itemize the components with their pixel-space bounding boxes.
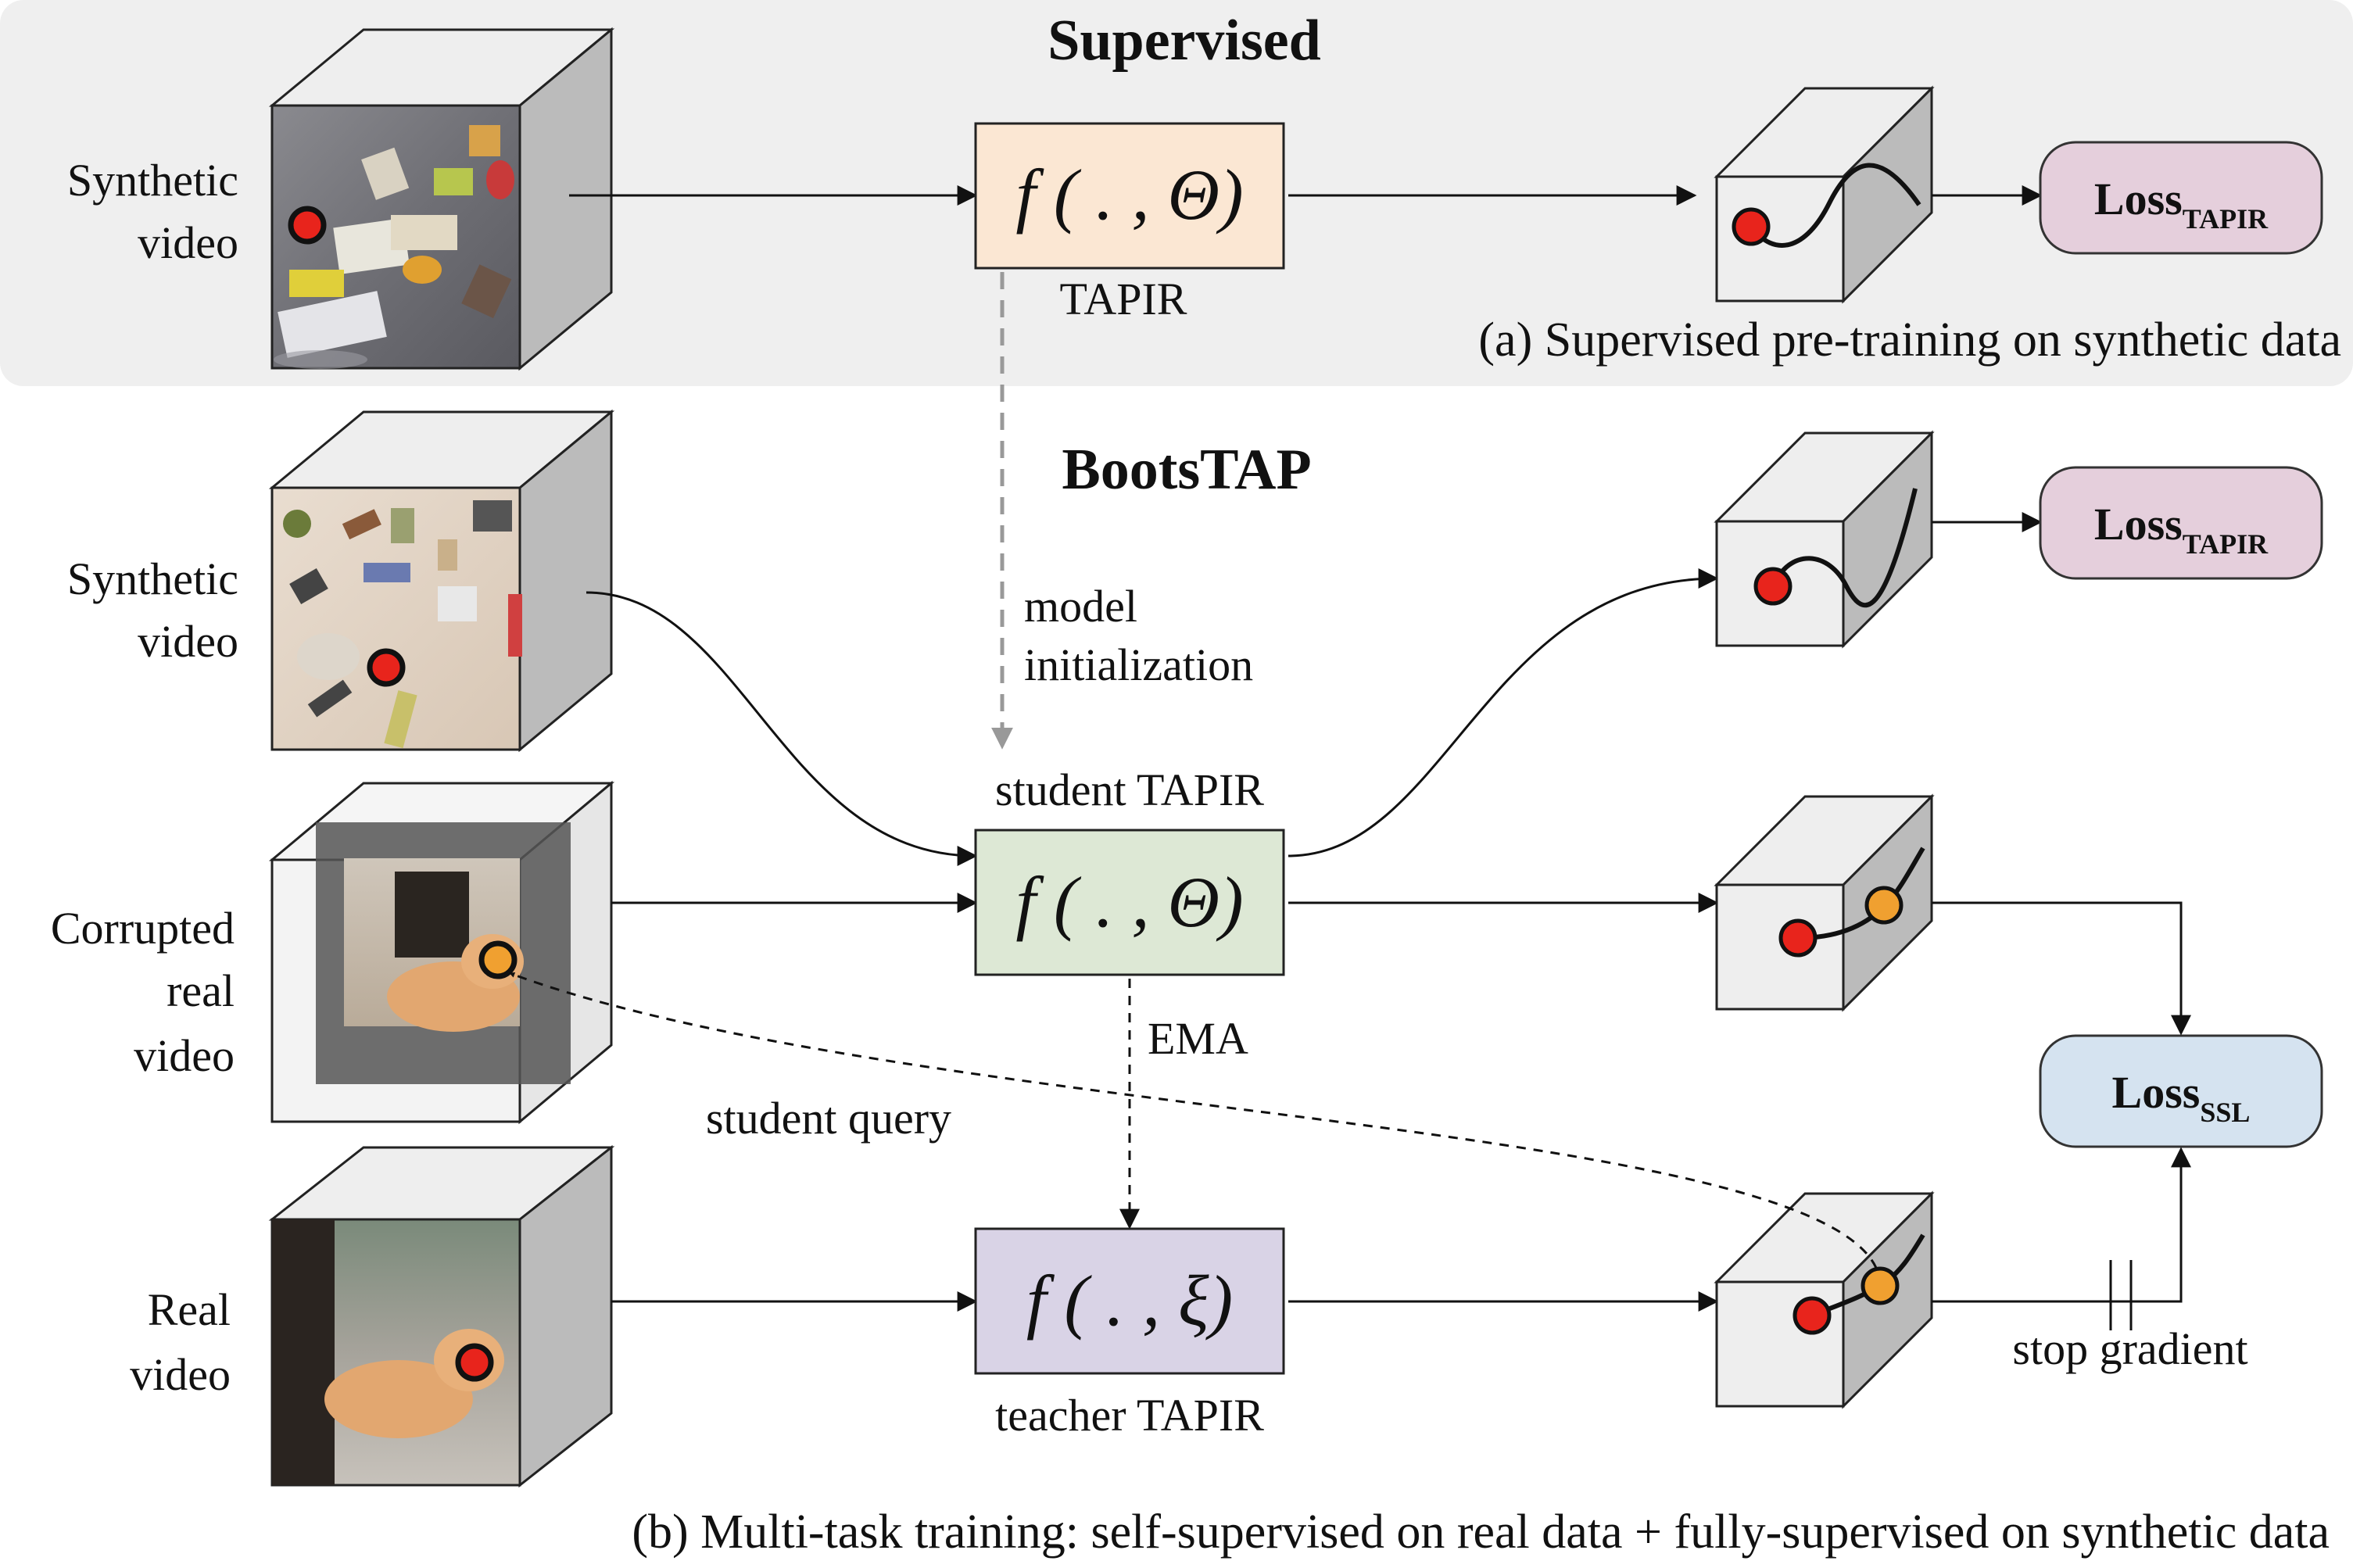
loss-tapir-box-a — [2039, 141, 2323, 255]
student-tapir-box — [974, 829, 1285, 976]
query-point-a — [288, 206, 327, 245]
query-point-output-teacher-orange — [1861, 1266, 1900, 1305]
tapir-formula: f ( . , Θ) — [1015, 155, 1243, 234]
query-point-output-student-orange — [1864, 886, 1904, 925]
init-label-line2: initialization — [1024, 639, 1253, 690]
corrupted-video-cube — [268, 780, 615, 1125]
query-point-synthetic-b — [367, 648, 406, 687]
query-point-output-student-red — [1778, 918, 1818, 958]
ema-label: EMA — [1148, 1013, 1248, 1064]
loss-tapir-box-b — [2039, 466, 2323, 580]
query-point-corrupted — [478, 940, 518, 979]
tapir-model-box — [974, 122, 1285, 270]
arrow-synthetic-to-student — [586, 591, 978, 866]
corrupted-label-line2: real — [167, 965, 235, 1016]
track-output-cube-synthetic — [1714, 430, 1935, 649]
teacher-tapir-label: teacher TAPIR — [995, 1390, 1264, 1441]
synthetic-video-label-a-line1: Synthetic — [67, 155, 238, 206]
teacher-tapir-box — [974, 1227, 1285, 1375]
synthetic-video-label-b-line2: video — [138, 616, 238, 667]
supervised-heading: Supervised — [1048, 9, 1321, 73]
student-query-arrow — [509, 972, 1878, 1269]
synthetic-scene-clutter-a — [274, 125, 514, 369]
real-video-label-line1: Real — [148, 1284, 231, 1335]
stop-gradient-label: stop gradient — [2012, 1323, 2247, 1374]
loss-tapir-b-text: LossTAPIR — [2094, 499, 2269, 560]
track-output-cube-teacher — [1714, 1190, 1935, 1409]
query-point-output-a — [1732, 207, 1771, 246]
student-formula: f ( . , Θ) — [1015, 862, 1243, 942]
synthetic-video-label-a-line2: video — [138, 217, 238, 268]
synthetic-video-cube-b — [268, 409, 615, 753]
synthetic-video-label-b-line1: Synthetic — [67, 553, 238, 604]
trajectory-a — [1749, 163, 1921, 248]
query-point-output-synthetic — [1753, 567, 1793, 606]
loss-tapir-a-text: LossTAPIR — [2094, 174, 2269, 234]
caption-a: (a) Supervised pre-training on synthetic… — [1478, 313, 2341, 367]
track-output-cube-student — [1714, 793, 1935, 1012]
query-point-real — [455, 1343, 494, 1382]
init-label-line1: model — [1024, 581, 1137, 632]
loss-ssl-text: LossSSL — [2112, 1067, 2251, 1128]
bootstap-heading: BootsTAP — [1062, 438, 1311, 502]
corrupted-label-line3: video — [134, 1030, 235, 1081]
trajectory-synthetic-b — [1771, 488, 1918, 608]
track-output-cube-a — [1714, 85, 1935, 304]
arrow-teacher-output-to-ssl — [1932, 1147, 2191, 1303]
query-point-output-teacher-red — [1793, 1296, 1832, 1335]
real-scene-cat — [324, 1360, 473, 1438]
caption-b: (b) Multi-task training: self-supervised… — [632, 1505, 2330, 1559]
corrupted-label-line1: Corrupted — [51, 903, 235, 954]
synthetic-scene-clutter-b — [283, 500, 522, 749]
real-video-cube — [268, 1144, 615, 1488]
real-scene-chair — [272, 1219, 335, 1485]
synthetic-video-cube-a — [268, 27, 615, 371]
student-tapir-label: student TAPIR — [995, 764, 1264, 815]
arrow-student-output-to-ssl — [1932, 901, 2191, 1036]
arrow-student-to-synthetic-output — [1288, 568, 1719, 857]
teacher-formula: f ( . , ξ) — [1026, 1261, 1233, 1341]
student-query-label: student query — [706, 1093, 951, 1144]
loss-ssl-box — [2039, 1034, 2323, 1148]
real-video-label-line2: video — [130, 1349, 231, 1400]
tapir-label: TAPIR — [1060, 274, 1187, 324]
